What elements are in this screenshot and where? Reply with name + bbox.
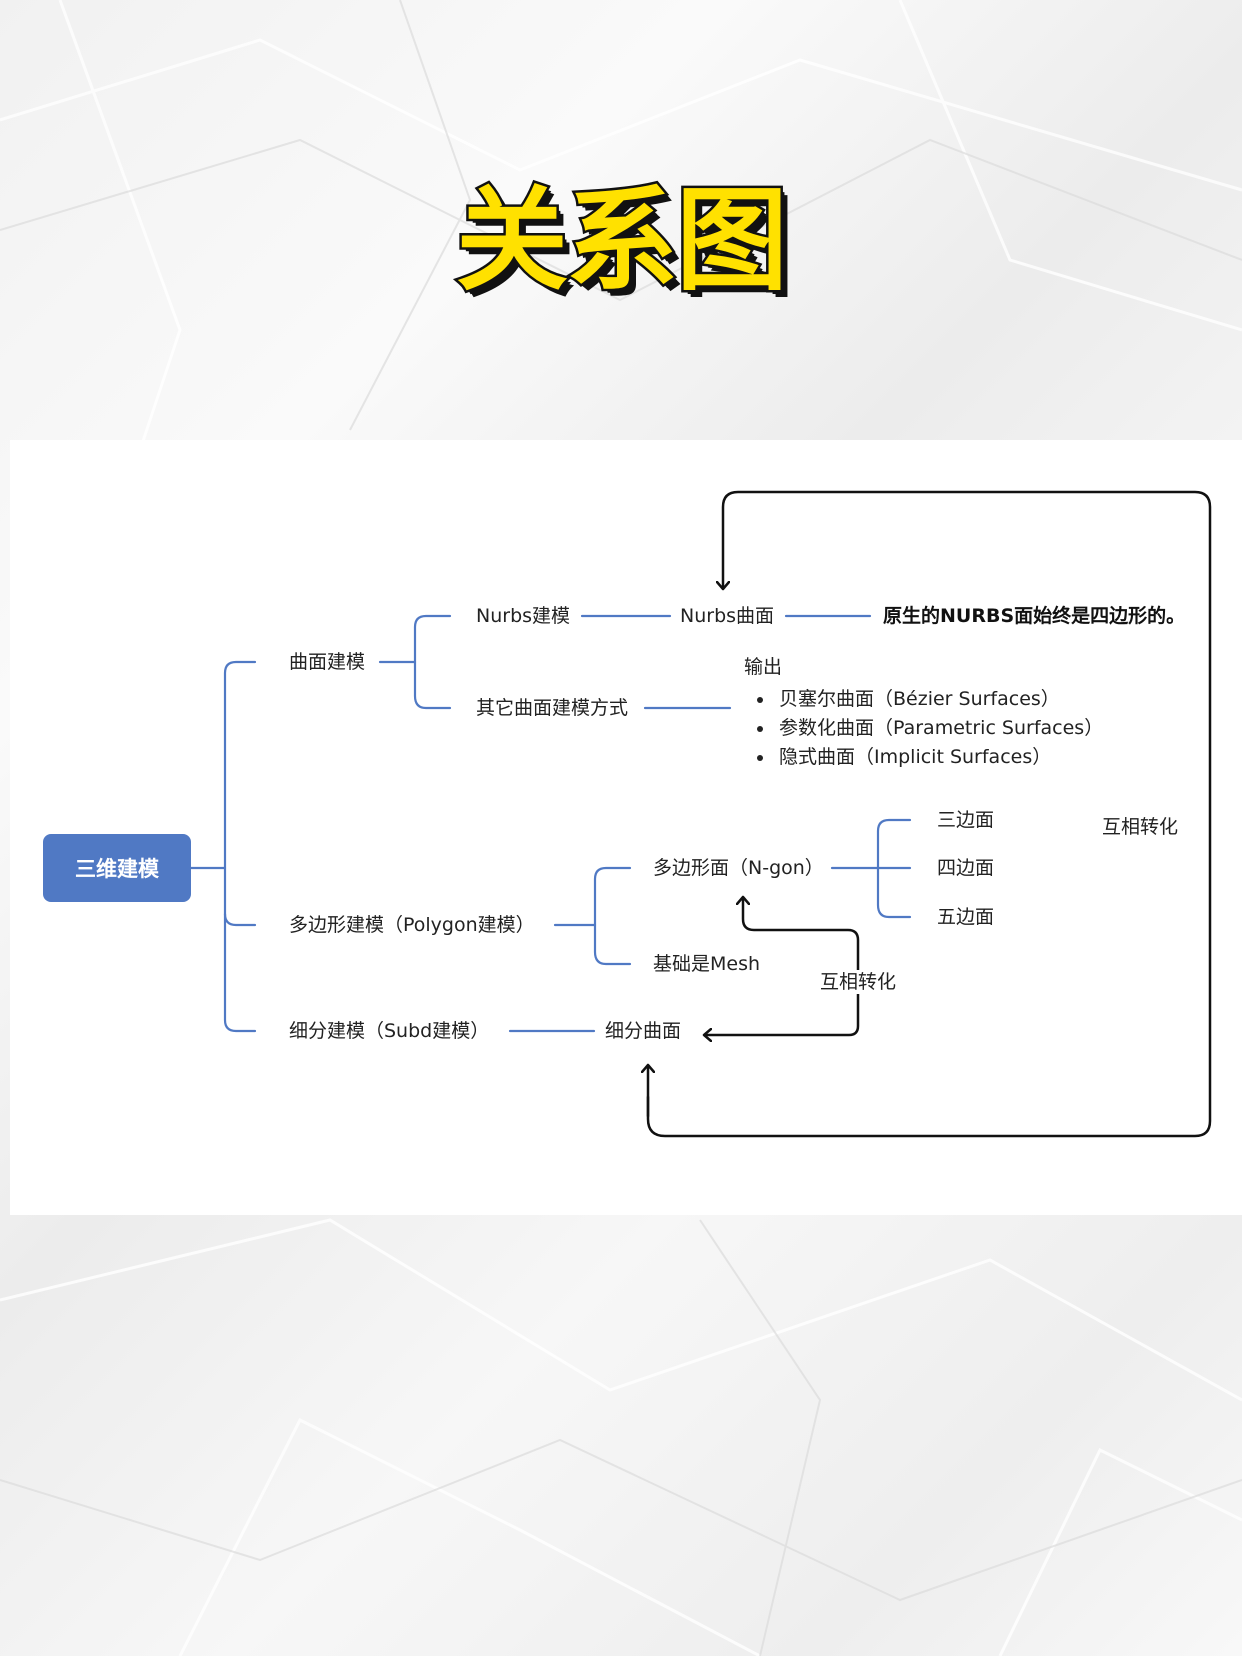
surface-fork <box>413 614 452 710</box>
diagram-card: 三维建模 曲面建模 多边形建模（Polygon建模） 细分建模（Subd建模） … <box>10 440 1242 1215</box>
triangle-face-node: 三边面 <box>937 809 995 831</box>
ngon-node: 多边形面（N-gon） <box>653 857 824 879</box>
nurbs-note: 原生的NURBS面始终是四边形的。 <box>883 605 1186 627</box>
mesh-node: 基础是Mesh <box>653 953 761 975</box>
root-node: 三维建模 <box>43 834 191 902</box>
nurbs-modeling-node: Nurbs建模 <box>476 605 571 627</box>
output-item: 参数化曲面（Parametric Surfaces） <box>755 714 1103 743</box>
polygon-fork <box>593 866 632 966</box>
subd-surface-node: 细分曲面 <box>605 1020 682 1042</box>
trunk-mid <box>223 912 257 927</box>
nurbs-surface-node: Nurbs曲面 <box>680 605 775 627</box>
quad-face-node: 四边面 <box>937 857 995 879</box>
conversion-arrow-up <box>743 898 860 972</box>
other-methods-node: 其它曲面建模方式 <box>476 697 629 719</box>
surface-modeling-node: 曲面建模 <box>289 651 366 673</box>
connector-lines <box>189 490 1212 1138</box>
output-item: 贝塞尔曲面（Bézier Surfaces） <box>755 685 1103 714</box>
output-item: 隐式曲面（Implicit Surfaces） <box>755 743 1103 772</box>
page-title: 关系图 <box>454 174 791 309</box>
polygon-modeling-node: 多边形建模（Polygon建模） <box>289 914 535 936</box>
trunk-top <box>223 660 257 1033</box>
output-list: 贝塞尔曲面（Bézier Surfaces） 参数化曲面（Parametric … <box>755 685 1103 772</box>
mutual-conversion-label: 互相转化 <box>1102 816 1179 838</box>
conversion-arrow <box>705 976 860 1035</box>
output-label: 输出 <box>744 656 783 678</box>
pentagon-face-node: 五边面 <box>937 906 995 928</box>
subd-modeling-node: 细分建模（Subd建模） <box>289 1020 490 1042</box>
mutual-conversion-label: 互相转化 <box>818 970 899 994</box>
loop-arrow <box>646 490 1212 1138</box>
